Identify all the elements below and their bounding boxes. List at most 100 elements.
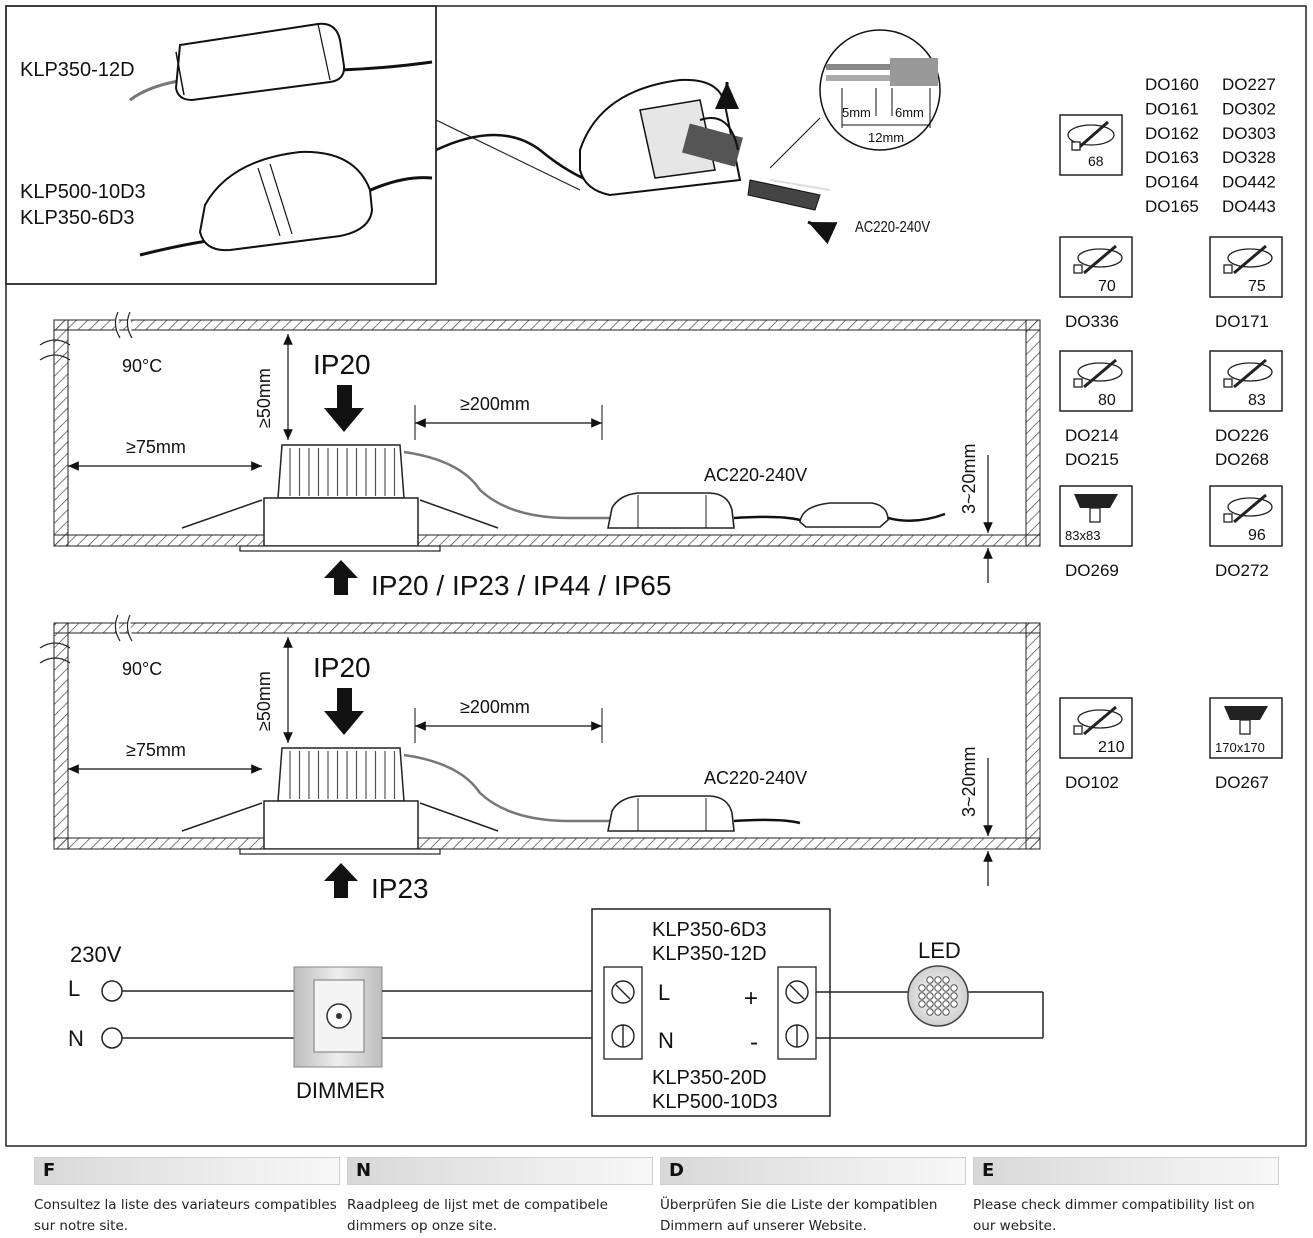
wall-break-mark	[39, 642, 71, 664]
square-cutout-icon	[1074, 494, 1118, 523]
driver-box-model-3: KLP350-20D	[652, 1067, 767, 1089]
driver-model-2: KLP350-6D3	[20, 207, 135, 229]
strip-length-a: 5mm	[842, 105, 871, 120]
led-chip	[918, 1000, 926, 1008]
fixture-group-1-model: DO442	[1222, 173, 1276, 192]
fixture-cutout-size: 83	[1248, 392, 1266, 409]
fixture-group-1-model: DO163	[1145, 148, 1199, 167]
fixture-group-1-model: DO161	[1145, 99, 1199, 118]
bottom-ip-rating: IP23	[371, 873, 429, 904]
led-label: LED	[918, 938, 961, 963]
cutout-lamp	[1233, 358, 1267, 389]
trim	[239, 848, 441, 855]
language-text: Raadpleeg de lijst met de compatibele di…	[347, 1197, 608, 1234]
led-chip	[926, 976, 934, 984]
cutout-square	[1074, 494, 1118, 508]
driver-box-model-2: KLP350-12D	[652, 943, 767, 965]
language-code: E	[973, 1157, 1279, 1185]
cutout-lamp	[1233, 493, 1267, 524]
wall-right	[1025, 319, 1041, 547]
wall-top	[53, 622, 1041, 634]
ceiling-board	[53, 837, 1041, 850]
cutout-tool	[1073, 378, 1083, 388]
round-driver-icon	[139, 150, 433, 257]
fixture-group-1-model: DO302	[1222, 99, 1276, 118]
language-text: Please check dimmer compatibility list o…	[973, 1197, 1255, 1234]
connector-voltage: AC220-240V	[855, 219, 930, 236]
fixture-cutout-size: 96	[1248, 527, 1266, 544]
spring-clips	[181, 802, 499, 832]
cutout-tool	[1223, 513, 1233, 523]
driver-input-neutral: N	[658, 1028, 674, 1053]
fixture-model: DO269	[1065, 561, 1119, 580]
wall-break-mark	[39, 339, 71, 361]
driver-box-model-1: KLP350-6D3	[652, 919, 767, 941]
cutout-ring	[1077, 248, 1123, 268]
fixture-group-1-model: DO328	[1222, 148, 1276, 167]
driver-icon	[607, 492, 735, 529]
down-arrow-icon	[324, 688, 364, 735]
trim	[239, 545, 441, 552]
cutout-lamp	[1233, 244, 1267, 275]
led-chip	[926, 1008, 934, 1016]
mains-cable	[733, 818, 801, 825]
fixture-cutout-size: 70	[1098, 278, 1116, 295]
fixture-list: 68 DO160DO161DO162DO163DO164DO165DO227DO…	[1059, 75, 1283, 792]
led-chip	[942, 992, 950, 1000]
cutout-square	[1224, 706, 1268, 720]
downlight-icon	[181, 747, 499, 855]
bottom-ip-rating: IP20 / IP23 / IP44 / IP65	[371, 570, 671, 601]
top-ip-rating: IP20	[313, 349, 371, 380]
cutout-ring	[1077, 362, 1123, 382]
slim-driver-icon	[129, 22, 433, 102]
fixture-group-1-model: DO443	[1222, 197, 1276, 216]
fixture-model: DO214	[1065, 426, 1119, 445]
fixture-model: DO226	[1215, 426, 1269, 445]
fixture-model: DO215	[1065, 450, 1119, 469]
language-text: Überprüfen Sie die Liste der kompatiblen…	[660, 1197, 938, 1234]
led-chip	[934, 992, 942, 1000]
fixture-group-1-model: DO165	[1145, 197, 1199, 216]
fixture-cutout-size: 210	[1098, 739, 1125, 756]
fixture-cutout-size: 83x83	[1065, 528, 1100, 543]
cutout-lamp	[1083, 705, 1117, 736]
driver-model-1: KLP500-10D3	[20, 181, 146, 203]
top-ip-rating: IP20	[313, 652, 371, 683]
driver-box-model-4: KLP500-10D3	[652, 1091, 778, 1113]
round-cutout-icon	[1223, 493, 1273, 524]
led-chip	[950, 984, 958, 992]
fixture-group-1: 68 DO160DO161DO162DO163DO164DO165DO227DO…	[1059, 75, 1276, 216]
led-chip	[918, 984, 926, 992]
led-chip	[934, 1008, 942, 1016]
cutout-ring	[1227, 248, 1273, 268]
driver-clearance-label: ≥200mm	[460, 697, 530, 717]
fixture-group-1-cutout: 68	[1088, 153, 1104, 169]
driver-model-top: KLP350-12D	[20, 59, 135, 81]
housing	[263, 800, 419, 850]
cutout-tool	[1073, 725, 1083, 735]
led-chip	[942, 1000, 950, 1008]
cutout-lamp	[1083, 244, 1117, 275]
mains-cable	[733, 515, 801, 522]
cutout-lamp	[1239, 719, 1251, 735]
housing	[263, 497, 419, 547]
fixture-model: DO272	[1215, 561, 1269, 580]
side-clearance-label: ≥75mm	[126, 740, 186, 760]
fixture-cutout-size: 80	[1098, 392, 1116, 409]
led-chip	[926, 1000, 934, 1008]
dimmer-label: DIMMER	[296, 1078, 385, 1103]
driver-output-minus: -	[750, 1029, 758, 1056]
ceiling-thickness-label: 3~20mm	[959, 443, 979, 514]
led-chip	[942, 976, 950, 984]
cutout-ring	[1227, 497, 1273, 517]
fixture-model: DO267	[1215, 773, 1269, 792]
supply-voltage: 230V	[70, 942, 122, 967]
cutout-tool	[1073, 264, 1083, 274]
side-clearance-label: ≥75mm	[126, 437, 186, 457]
terminal-connector-icon: AC220-240V 5mm 6mm 12mm	[435, 29, 941, 245]
